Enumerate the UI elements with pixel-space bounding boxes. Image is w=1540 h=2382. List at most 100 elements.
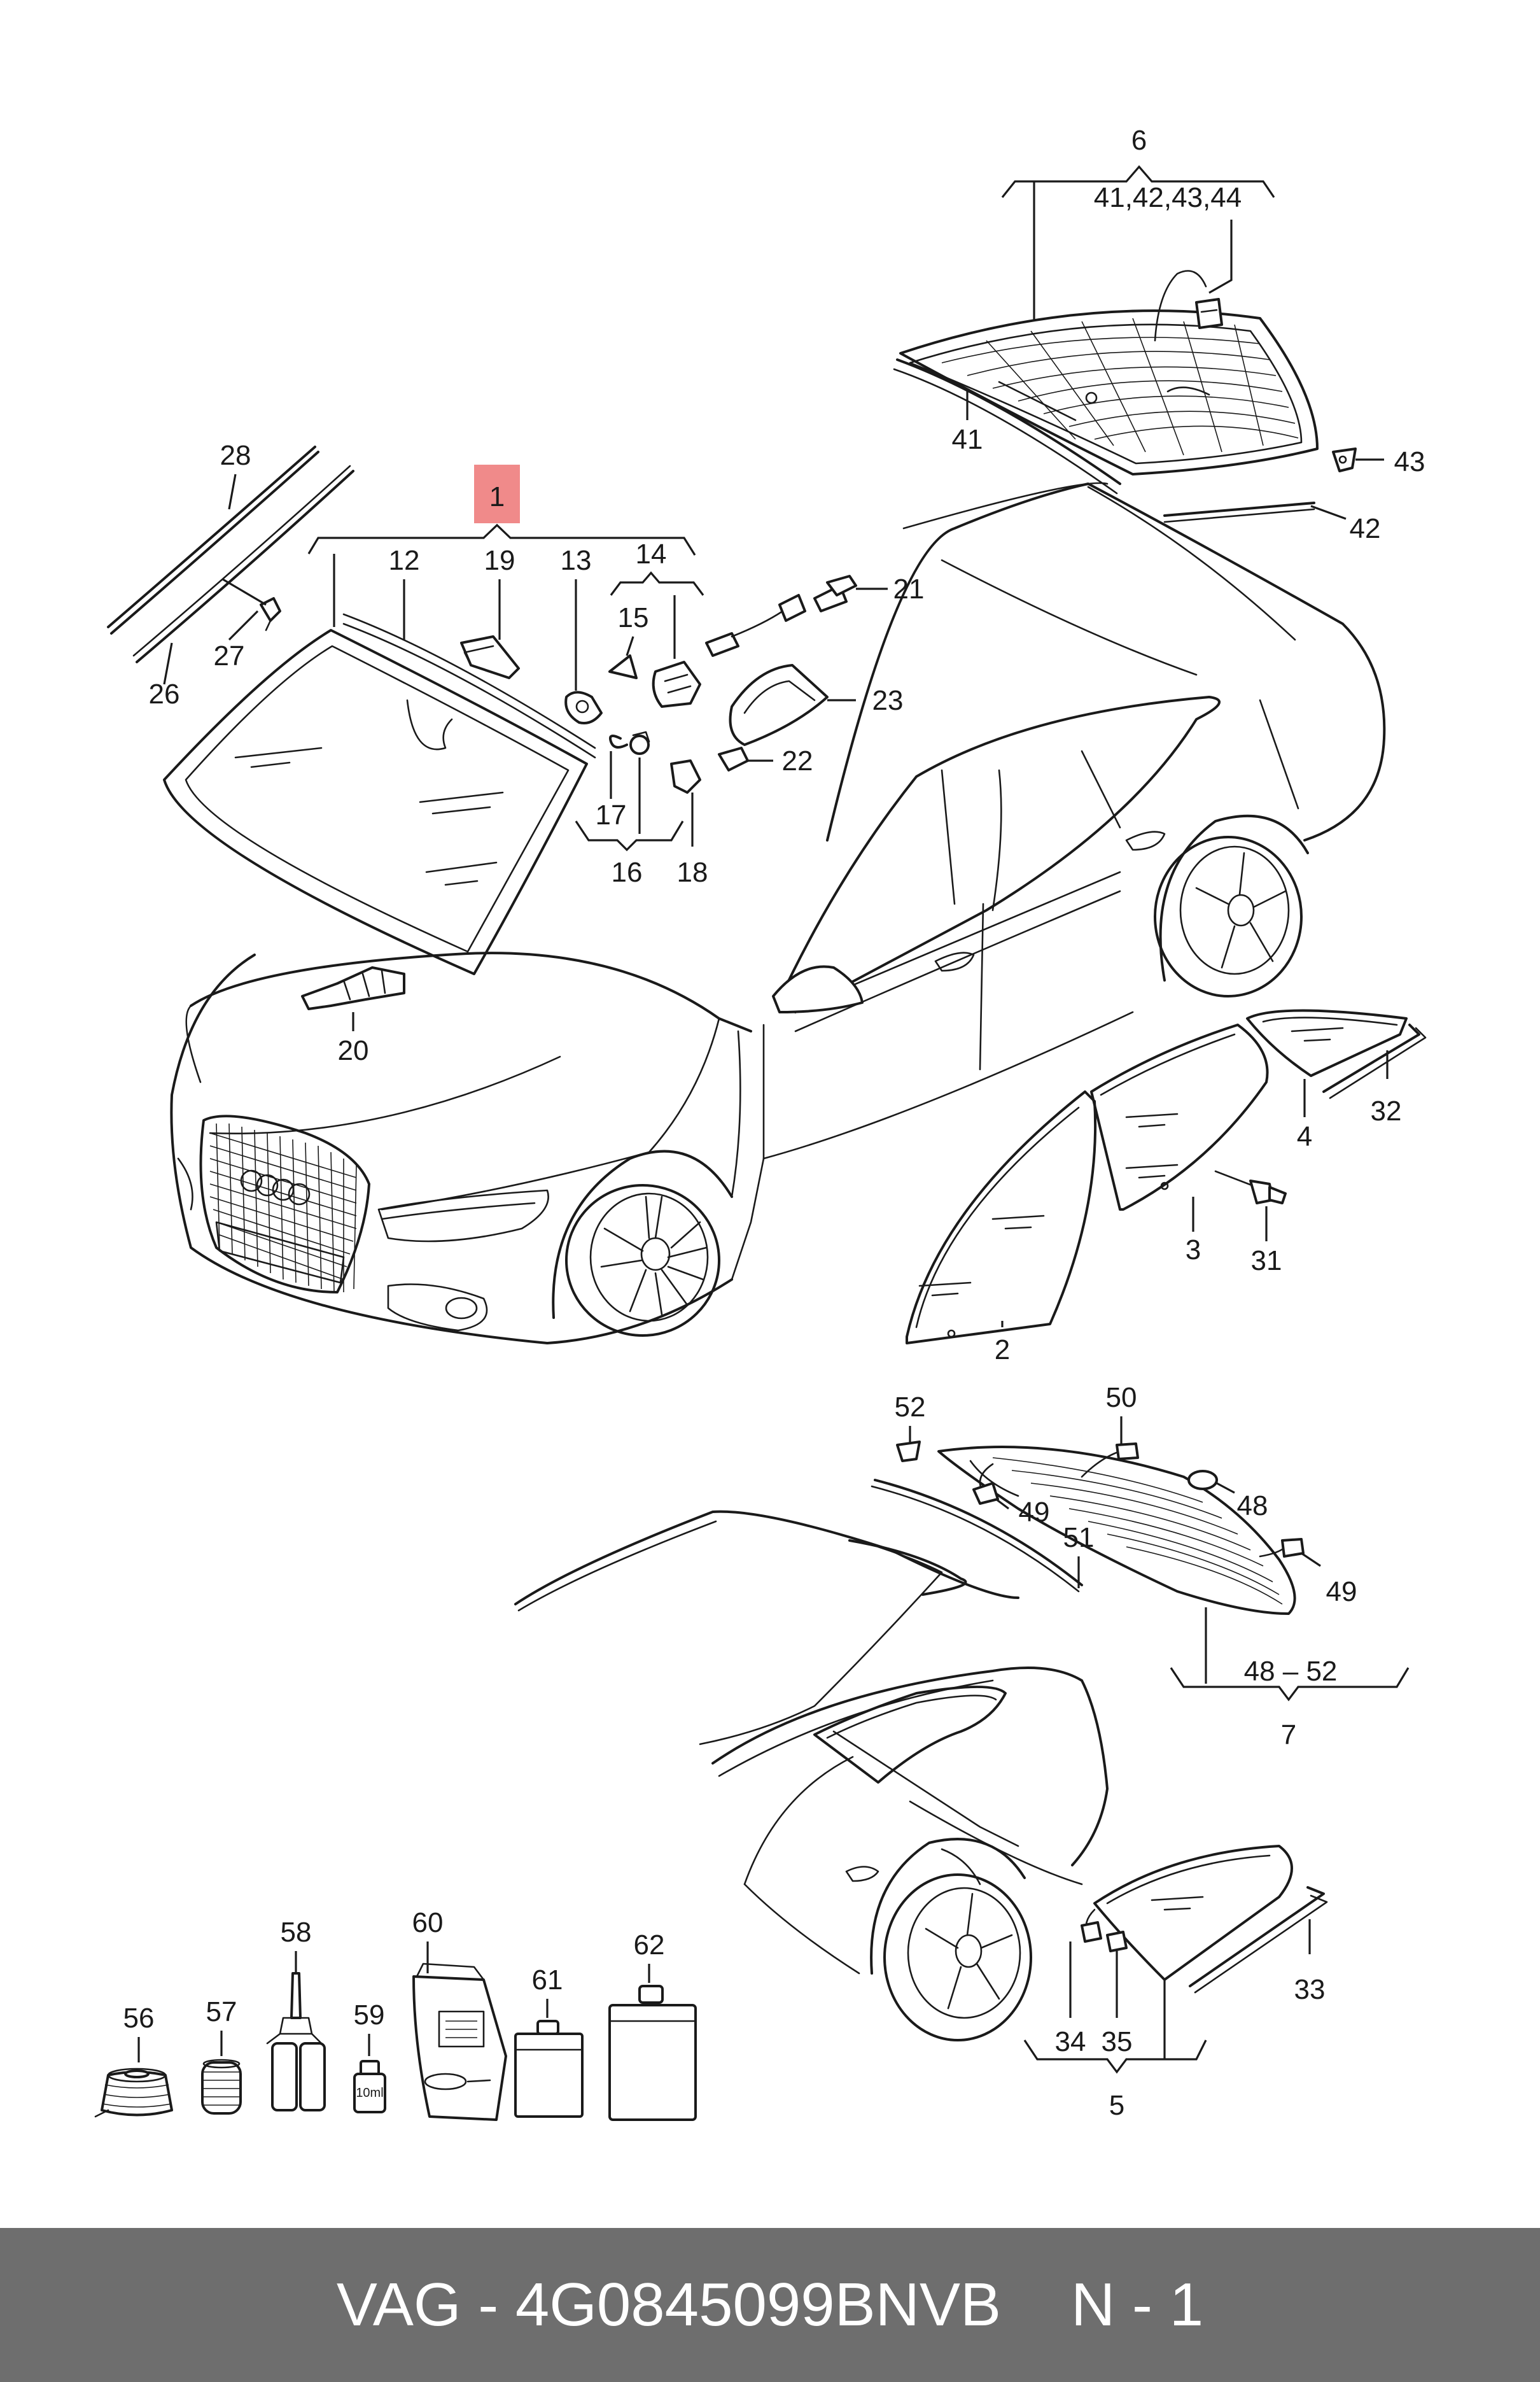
callout-2[interactable]: 2 (995, 1334, 1010, 1365)
callout-5[interactable]: 5 (1109, 2090, 1124, 2121)
pin-31[interactable] (1214, 1170, 1287, 1204)
car-rear-body (514, 1510, 1109, 1975)
callout-4[interactable]: 4 (1297, 1121, 1312, 1152)
callout-41-44[interactable]: 41,42,43,44 (1094, 182, 1242, 213)
connector-49b[interactable] (1259, 1538, 1305, 1558)
leader-41-44 (1208, 220, 1233, 294)
callout-58[interactable]: 58 (281, 1917, 312, 1948)
callout-59[interactable]: 59 (354, 1999, 385, 2031)
callout-6[interactable]: 6 (1131, 125, 1147, 156)
leader-49b (1301, 1552, 1321, 1567)
callout-49b[interactable]: 49 (1326, 1576, 1357, 1607)
clip-35[interactable] (1106, 1931, 1128, 1952)
callout-20[interactable]: 20 (338, 1035, 369, 1066)
callout-60[interactable]: 60 (412, 1907, 444, 1938)
quarter-glass-4[interactable] (1246, 1009, 1408, 1077)
car-front-body (170, 482, 1386, 1344)
callout-35[interactable]: 35 (1102, 2026, 1133, 2057)
clip-16[interactable] (629, 731, 650, 755)
seal-strip-26[interactable] (132, 465, 354, 663)
clip-18[interactable] (670, 759, 701, 794)
callout-15[interactable]: 15 (618, 602, 649, 633)
callout-50[interactable]: 50 (1106, 1382, 1137, 1413)
seal-strip-28[interactable] (107, 446, 319, 635)
clip-52[interactable] (896, 1441, 921, 1462)
sunroof-strip-42[interactable] (1163, 502, 1315, 523)
callout-42[interactable]: 42 (1350, 513, 1381, 544)
callout-49a[interactable]: 49 (1019, 1497, 1050, 1528)
part-62-can[interactable] (608, 1985, 697, 2121)
parts-diagram: 1 12 19 28 2 6 27 13 (94, 125, 1427, 2121)
rear-quarter-glass-5[interactable] (1085, 1845, 1293, 1981)
part-1-highlight (474, 465, 520, 523)
callout-61[interactable]: 61 (532, 1964, 563, 1996)
callout-27[interactable]: 27 (214, 640, 245, 672)
windscreen[interactable] (163, 613, 596, 975)
callout-56[interactable]: 56 (123, 2003, 155, 2034)
front-door-glass-2[interactable] (906, 1090, 1097, 1344)
seal-32[interactable] (1322, 1024, 1427, 1099)
bracket-5 (1023, 2040, 1207, 2074)
leader-15 (626, 636, 634, 656)
wiring-21[interactable] (705, 575, 857, 657)
trim-23[interactable] (729, 664, 829, 746)
sunroof-cable-44[interactable] (1154, 270, 1223, 342)
footer-part-number: VAG - 4G0845099BNVB (336, 2271, 1002, 2339)
part-60-pouch[interactable] (412, 1963, 507, 2121)
rear-wheel (1154, 814, 1309, 997)
leader-26 (163, 642, 173, 685)
callout-18[interactable]: 18 (677, 857, 708, 888)
callout-52[interactable]: 52 (895, 1392, 926, 1423)
clip-34[interactable] (1081, 1921, 1102, 1943)
callout-51[interactable]: 51 (1063, 1522, 1095, 1553)
callout-23[interactable]: 23 (872, 685, 904, 716)
callout-22[interactable]: 22 (782, 745, 813, 777)
callout-48[interactable]: 48 (1237, 1490, 1268, 1521)
sunroof-glass[interactable] (899, 309, 1319, 476)
rear-window-strip-51[interactable] (871, 1479, 1083, 1593)
callout-19[interactable]: 19 (484, 545, 515, 576)
clip-22[interactable] (718, 747, 749, 772)
callout-32[interactable]: 32 (1371, 1096, 1402, 1127)
part-61-tin[interactable] (514, 2020, 584, 2118)
connector-50[interactable] (1081, 1442, 1139, 1478)
callout-28[interactable]: 28 (220, 440, 251, 471)
sensor-13[interactable] (564, 691, 603, 724)
callout-13[interactable]: 13 (561, 545, 592, 576)
callout-48-52[interactable]: 48 – 52 (1244, 1656, 1338, 1687)
sunroof-seal-41[interactable] (893, 358, 1121, 495)
ring-17[interactable] (609, 735, 628, 749)
cover-15[interactable] (608, 654, 638, 679)
callout-62[interactable]: 62 (634, 1929, 665, 1961)
bracket-part-20[interactable] (301, 966, 405, 1010)
rear-door-glass-3[interactable] (1090, 1024, 1269, 1211)
part-58-cartridges[interactable] (266, 1972, 326, 2111)
callout-16[interactable]: 16 (612, 857, 643, 888)
connector-49a[interactable] (972, 1463, 999, 1505)
callout-3[interactable]: 3 (1186, 1234, 1201, 1265)
callout-41[interactable]: 41 (952, 424, 983, 455)
bracket-7 (1170, 1667, 1410, 1702)
callout-14[interactable]: 14 (636, 539, 667, 570)
part-56-roll[interactable] (94, 2068, 173, 2118)
callout-12[interactable]: 12 (389, 545, 420, 576)
callout-33[interactable]: 33 (1294, 1974, 1326, 2005)
mirror-mount-19[interactable] (460, 635, 520, 679)
seal-33[interactable] (1189, 1886, 1328, 1994)
housing-14[interactable] (652, 661, 701, 708)
footer-page-number: N - 1 (1071, 2271, 1204, 2339)
rear-window-glass[interactable] (937, 1446, 1296, 1615)
callout-17[interactable]: 17 (596, 800, 627, 831)
cap-48[interactable] (1187, 1470, 1218, 1490)
callout-1[interactable]: 1 (489, 481, 505, 512)
callout-31[interactable]: 31 (1251, 1245, 1282, 1276)
clip-43[interactable] (1332, 448, 1357, 472)
callout-34[interactable]: 34 (1055, 2026, 1086, 2057)
callout-43[interactable]: 43 (1394, 446, 1425, 477)
part-59-bottle[interactable]: 10ml (353, 2060, 386, 2113)
bracket-14 (610, 571, 704, 596)
callout-21[interactable]: 21 (893, 574, 925, 605)
callout-57[interactable]: 57 (206, 1996, 237, 2027)
callout-7[interactable]: 7 (1281, 1719, 1296, 1751)
part-57-coil[interactable] (201, 2059, 242, 2115)
